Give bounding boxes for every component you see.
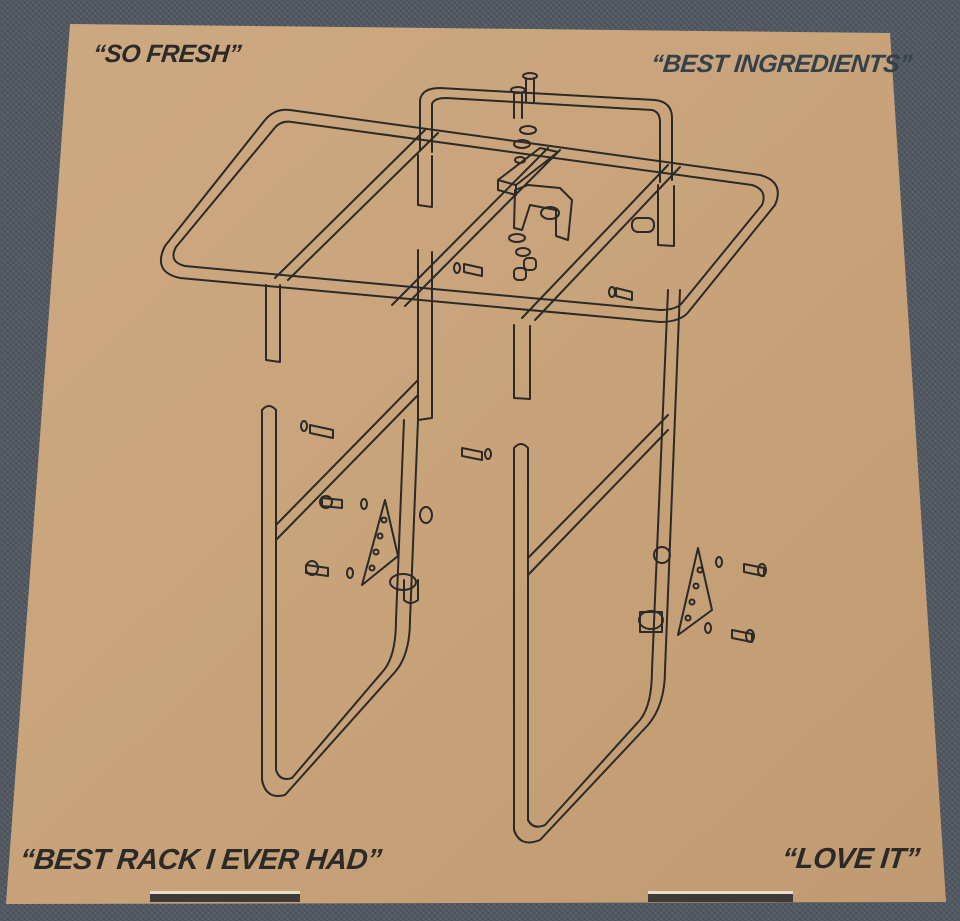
box-face [6, 24, 946, 904]
quote-best-ingredients: “BEST INGREDIENTS” [649, 50, 914, 78]
quote-love-it: “LOVE IT” [780, 843, 922, 875]
rack-illustration [160, 72, 779, 844]
box-slot-left [150, 892, 300, 902]
box-slot-right [648, 892, 793, 902]
quote-best-rack: “BEST RACK I EVER HAD” [18, 844, 383, 876]
quote-so-fresh: “SO FRESH” [91, 40, 243, 68]
box-slot-right-edge [648, 891, 793, 894]
box-slot-left-edge [150, 891, 300, 894]
